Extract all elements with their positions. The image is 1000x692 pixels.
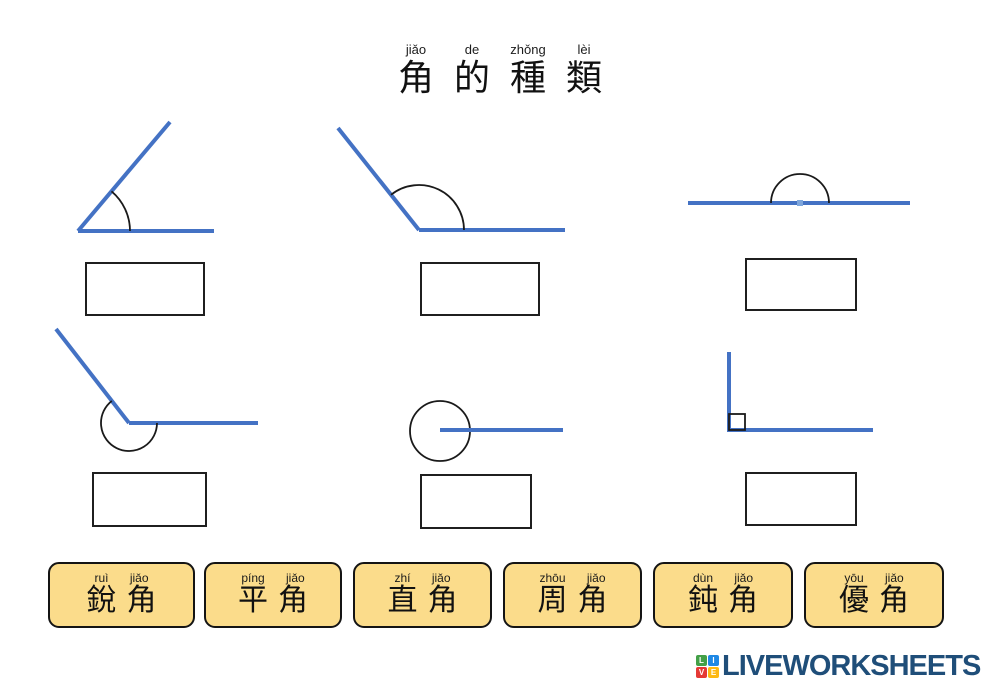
tile-pinyin: yōu jiǎo bbox=[844, 570, 904, 585]
tile-straight[interactable]: píng jiǎo 平角 bbox=[204, 562, 342, 628]
title-hanzi: 角 bbox=[397, 57, 434, 98]
title-char-3: zhǒng 種 bbox=[506, 42, 550, 99]
title-char-4: lèi 類 bbox=[562, 42, 606, 99]
acute-angle-figure bbox=[76, 120, 214, 233]
answer-box-obtuse[interactable] bbox=[420, 262, 540, 316]
logo-square-i: I bbox=[708, 655, 719, 666]
tile-hanzi: 優角 bbox=[839, 583, 919, 617]
tile-pinyin: píng jiǎo bbox=[241, 570, 305, 585]
title-pinyin: de bbox=[464, 42, 480, 57]
logo-square-l: L bbox=[696, 655, 707, 666]
reflex-angle-figure bbox=[54, 327, 258, 452]
logo-wordmark: LIVEWORKSHEETS bbox=[722, 650, 981, 682]
liveworksheets-logo[interactable]: L I V E LIVEWORKSHEETS bbox=[696, 650, 981, 683]
title-hanzi: 種 bbox=[509, 57, 546, 98]
tile-hanzi: 銳角 bbox=[86, 583, 167, 617]
tile-pinyin: zhōu jiǎo bbox=[539, 570, 606, 585]
vertex-dot bbox=[797, 200, 803, 206]
answer-box-reflex[interactable] bbox=[92, 472, 207, 527]
tile-reflex[interactable]: yōu jiǎo 優角 bbox=[804, 562, 944, 628]
title-pinyin: zhǒng bbox=[510, 42, 546, 57]
title-pinyin: lèi bbox=[577, 42, 591, 57]
answer-box-acute[interactable] bbox=[85, 262, 205, 316]
logo-square-e: E bbox=[708, 667, 719, 678]
tile-hanzi: 鈍角 bbox=[688, 583, 768, 617]
tile-pinyin: dùn jiǎo bbox=[692, 570, 754, 585]
tile-pinyin: zhí jiǎo bbox=[394, 570, 451, 585]
title-pinyin: jiǎo bbox=[405, 42, 427, 57]
title-hanzi: 的 bbox=[453, 57, 490, 98]
tile-hanzi: 直角 bbox=[387, 583, 468, 617]
straight-angle-figure bbox=[688, 173, 910, 206]
title-char-2: de 的 bbox=[450, 42, 494, 99]
answer-box-straight[interactable] bbox=[745, 258, 857, 311]
title-char-1: jiǎo 角 bbox=[394, 42, 438, 99]
tile-hanzi: 平角 bbox=[238, 583, 318, 617]
full-angle-figure bbox=[409, 400, 563, 462]
tile-obtuse[interactable]: dùn jiǎo 鈍角 bbox=[653, 562, 793, 628]
right-angle-figure bbox=[727, 352, 873, 432]
logo-square-v: V bbox=[696, 667, 707, 678]
tile-right[interactable]: zhí jiǎo 直角 bbox=[353, 562, 492, 628]
tile-hanzi: 周角 bbox=[537, 583, 618, 617]
page-title: jiǎo 角 de 的 zhǒng 種 lèi 類 bbox=[0, 42, 1000, 99]
tile-pinyin: ruì jiǎo bbox=[94, 570, 149, 585]
tile-acute[interactable]: ruì jiǎo 銳角 bbox=[48, 562, 195, 628]
right-angle-square bbox=[728, 413, 746, 431]
liveworksheets-logo-icon: L I V E bbox=[696, 655, 719, 678]
title-hanzi: 類 bbox=[565, 57, 602, 98]
answer-box-right[interactable] bbox=[745, 472, 857, 526]
obtuse-angle-figure bbox=[336, 126, 565, 232]
tile-full[interactable]: zhōu jiǎo 周角 bbox=[503, 562, 642, 628]
answer-box-full[interactable] bbox=[420, 474, 532, 529]
